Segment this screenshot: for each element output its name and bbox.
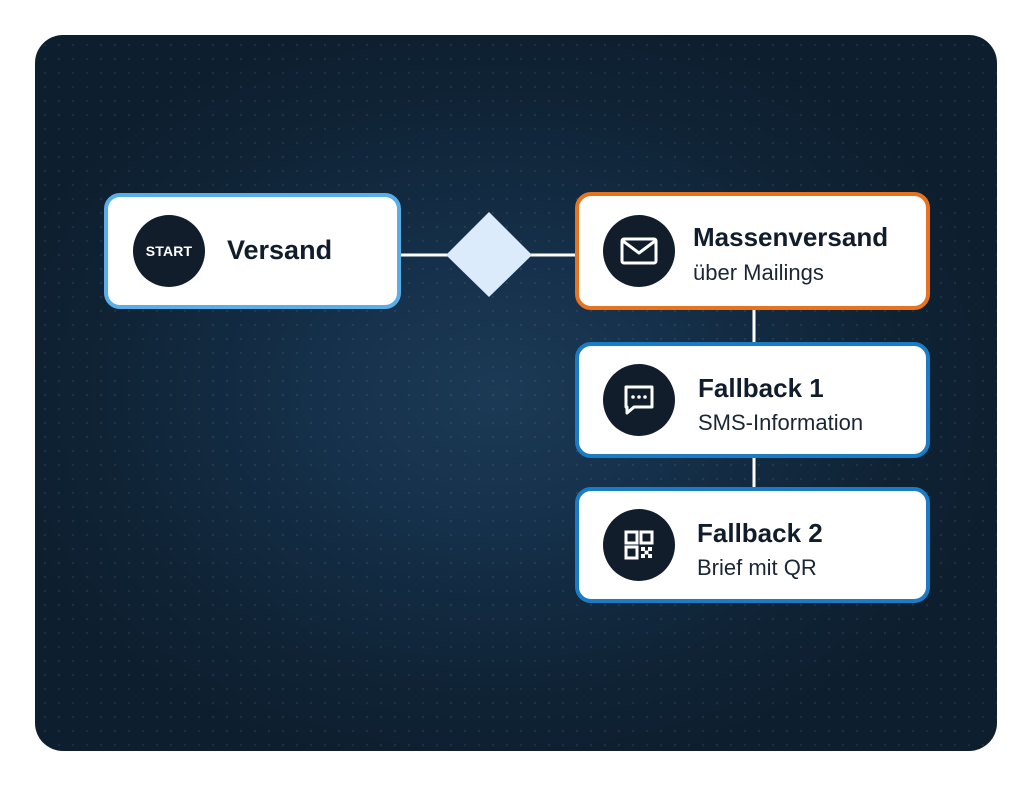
fallback-1-subtitle: SMS-Information (698, 410, 864, 435)
fallback-2-subtitle: Brief mit QR (697, 555, 817, 580)
start-badge: START (133, 215, 205, 287)
fallback-2-title: Fallback 2 (697, 518, 823, 548)
primary-node-subtitle: über Mailings (693, 260, 824, 285)
fallback-1-title: Fallback 1 (698, 373, 824, 403)
chat-dots-icon (603, 364, 675, 436)
primary-node-title: Massenversand (693, 222, 889, 252)
fallback-node-2[interactable]: Fallback 2 Brief mit QR (575, 487, 930, 603)
mail-icon (603, 215, 675, 287)
qr-code-icon (603, 509, 675, 581)
fallback-node-1[interactable]: Fallback 1 SMS-Information (575, 342, 930, 458)
start-node-title: Versand (227, 235, 333, 265)
start-node[interactable]: START Versand (104, 193, 401, 309)
primary-node[interactable]: Massenversand über Mailings (575, 192, 930, 310)
decision-diamond (446, 212, 532, 297)
start-badge-label: START (145, 243, 193, 259)
